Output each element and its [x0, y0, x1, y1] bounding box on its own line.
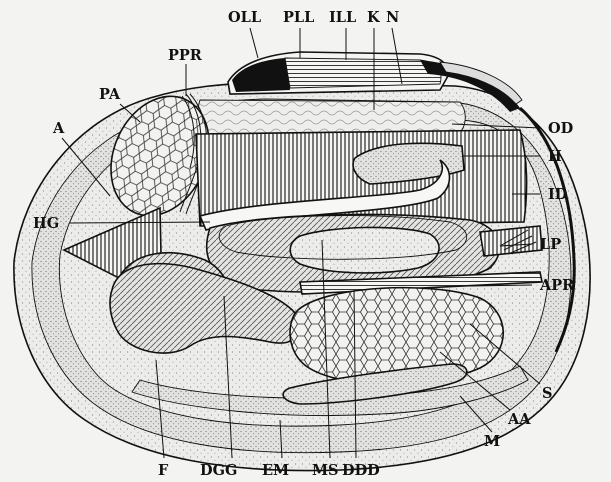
- label-pa: PA: [99, 86, 121, 103]
- label-id: ID: [548, 186, 567, 203]
- label-od: OD: [548, 120, 573, 137]
- label-ppr: PPR: [168, 47, 203, 64]
- label-lp: LP: [540, 236, 561, 253]
- label-n: N: [386, 9, 399, 26]
- label-dgg: DGG: [200, 462, 237, 479]
- label-m: M: [484, 433, 500, 450]
- label-ms: MS: [312, 462, 339, 479]
- label-s: S: [542, 385, 552, 402]
- label-pll: PLL: [283, 9, 314, 26]
- labial-palps: [480, 226, 542, 256]
- label-h: H: [548, 148, 562, 165]
- label-k: K: [367, 9, 381, 26]
- label-apr: APR: [539, 277, 575, 294]
- label-ddd: DDD: [342, 462, 380, 479]
- label-oll: OLL: [228, 9, 261, 26]
- label-em: EM: [262, 462, 289, 479]
- label-aa: AA: [507, 411, 531, 428]
- label-hg: HG: [33, 215, 59, 232]
- label-ill: ILL: [329, 9, 356, 26]
- label-f: F: [158, 462, 169, 479]
- label-a: A: [52, 120, 65, 137]
- stomach: [290, 227, 439, 273]
